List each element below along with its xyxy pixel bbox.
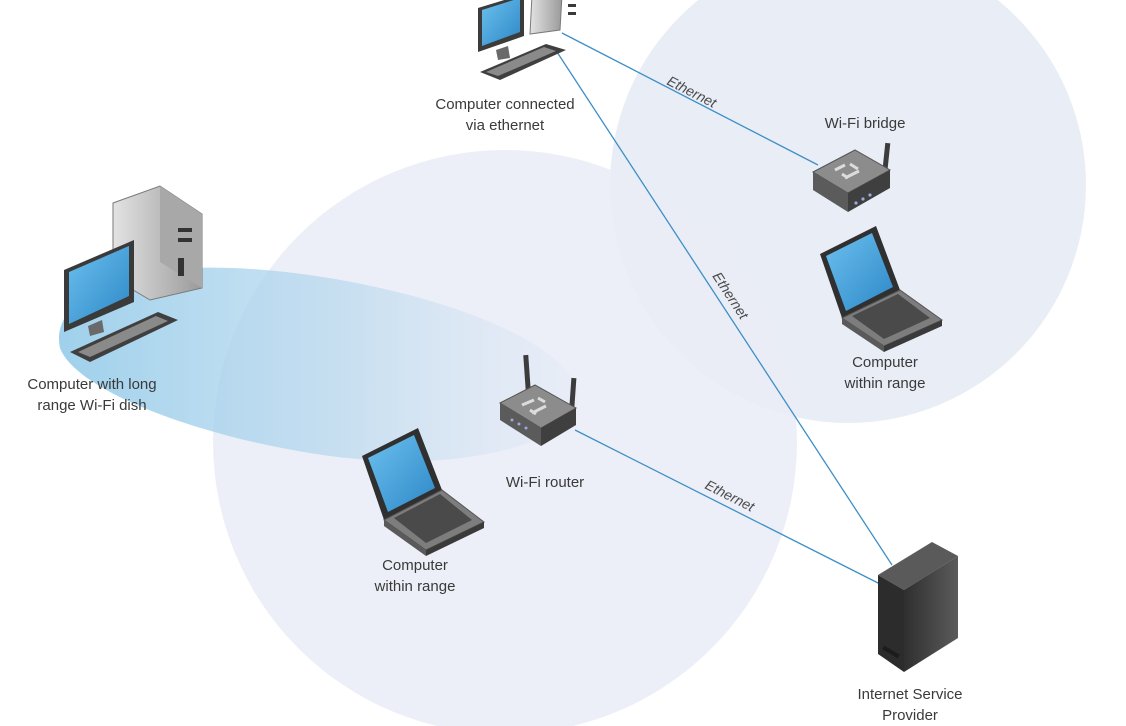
wifi-router-icon xyxy=(498,354,578,446)
computer-ethernet-label-2: via ethernet xyxy=(466,117,545,134)
computer-dish-label-1: Computer with long xyxy=(27,376,156,393)
laptop-right-label-2: within range xyxy=(844,375,926,392)
desktop-computer-icon xyxy=(478,0,576,80)
link-pc-to-isp xyxy=(556,51,893,566)
laptop-left-label-2: within range xyxy=(374,578,456,595)
link-router-to-isp xyxy=(574,429,883,586)
computer-dish-label-2: range Wi-Fi dish xyxy=(37,397,146,414)
wifi-bridge-icon xyxy=(811,142,892,212)
server-icon xyxy=(878,542,958,672)
isp-label-2: Provider xyxy=(882,707,938,724)
laptop-right-label-1: Computer xyxy=(852,354,918,371)
isp-label-1: Internet Service xyxy=(857,686,962,703)
link-pc-to-bridge xyxy=(561,32,819,166)
laptop-left-label-1: Computer xyxy=(382,557,448,574)
laptop-right-icon xyxy=(820,226,943,352)
laptop-left-icon xyxy=(362,428,485,556)
wifi-router-label: Wi-Fi router xyxy=(506,474,584,491)
wifi-bridge-label: Wi-Fi bridge xyxy=(825,115,906,132)
computer-ethernet-label-1: Computer connected xyxy=(435,96,574,113)
dish-beam xyxy=(59,267,579,462)
desktop-computer-dish-icon xyxy=(64,185,203,362)
